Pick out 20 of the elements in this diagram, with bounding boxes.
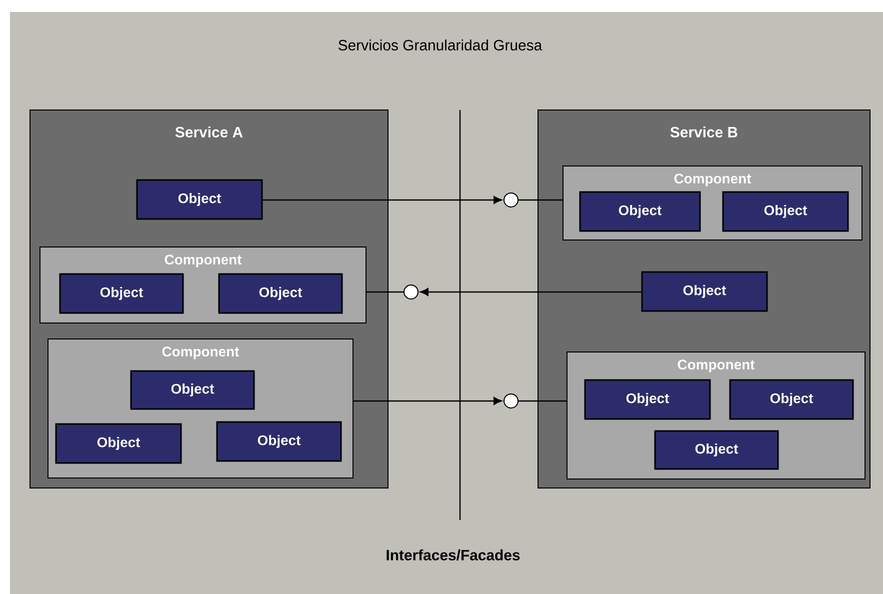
object-box: Object — [579, 191, 701, 232]
object-box: Object — [130, 370, 255, 410]
object-box: Object — [216, 421, 342, 462]
interface-circle — [404, 284, 418, 300]
object-box: Object — [584, 379, 711, 420]
object-box: Object — [641, 271, 768, 312]
axis-label: Interfaces/Facades — [386, 549, 520, 561]
object-box: Object — [136, 179, 263, 220]
object-box: Object — [722, 191, 849, 232]
title: Servicios Granularidad Gruesa — [338, 40, 542, 50]
object-box: Object — [218, 273, 343, 314]
object-box: Object — [55, 423, 182, 464]
interface-circle — [504, 393, 518, 408]
connector-arrow — [420, 288, 642, 296]
interface-circle — [504, 192, 518, 208]
object-box: Object — [729, 379, 854, 420]
connector-arrow — [354, 397, 502, 405]
connector-arrow — [262, 196, 502, 204]
object-box: Object — [654, 430, 779, 470]
object-box: Object — [59, 273, 184, 314]
